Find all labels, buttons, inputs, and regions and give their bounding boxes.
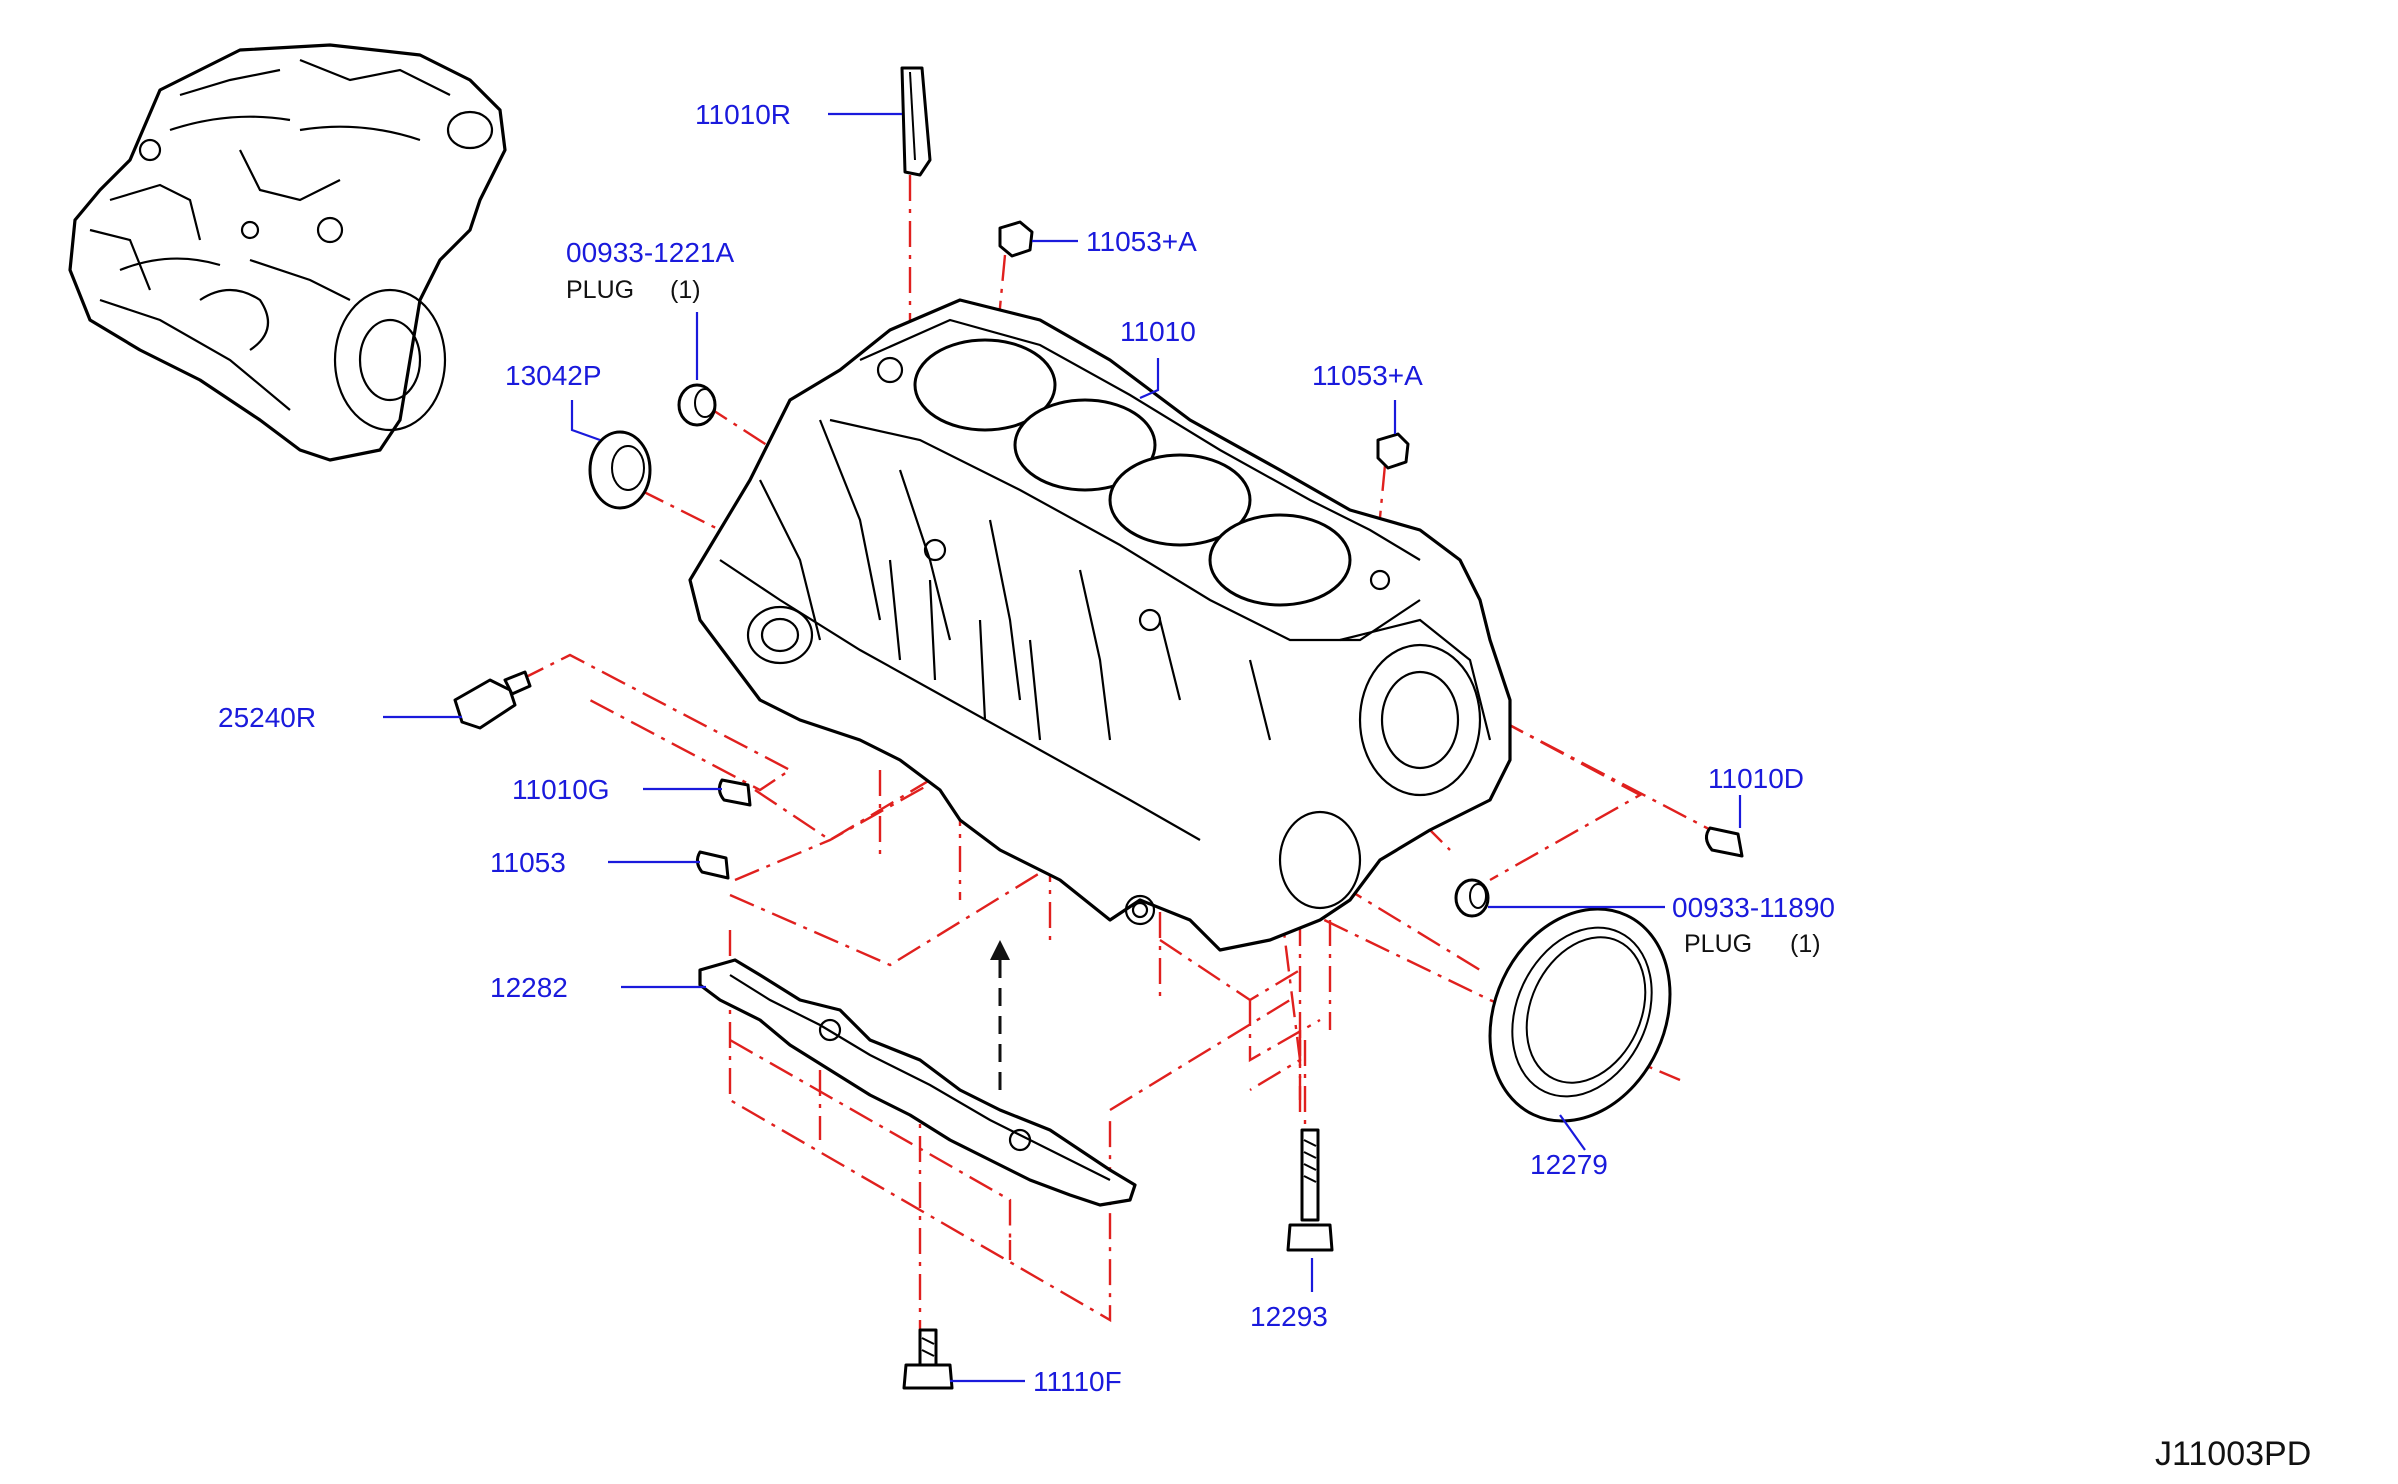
label-11010D[interactable]: 11010D <box>1708 763 1804 794</box>
part-00933-11890-graphic <box>1454 878 1490 918</box>
part-12282-graphic <box>698 958 1137 1207</box>
label-11010R[interactable]: 11010R <box>695 99 791 130</box>
note-00933-11890-plug: PLUG <box>1684 930 1752 958</box>
note-00933-1221A-qty: (1) <box>670 276 701 304</box>
label-11010G[interactable]: 11010G <box>512 774 610 805</box>
part-25240R-graphic <box>453 670 532 730</box>
label-12282[interactable]: 12282 <box>490 972 568 1003</box>
part-11110F-graphic <box>902 1328 954 1390</box>
part-12293-graphic <box>1286 1128 1334 1252</box>
label-13042P[interactable]: 13042P <box>505 360 602 391</box>
cylinder-block <box>688 298 1512 952</box>
label-11053A-right[interactable]: 11053+A <box>1312 360 1423 391</box>
label-00933-1221A[interactable]: 00933-1221A <box>566 237 734 268</box>
part-11053-graphic <box>695 850 730 880</box>
label-12293[interactable]: 12293 <box>1250 1301 1328 1332</box>
part-00933-1221A-graphic <box>677 383 717 427</box>
note-00933-11890-qty: (1) <box>1790 930 1821 958</box>
label-11053A-top[interactable]: 11053+A <box>1086 226 1197 257</box>
part-11010D-graphic <box>1705 826 1744 858</box>
part-11053A-top-graphic <box>998 220 1034 258</box>
label-11010[interactable]: 11010 <box>1120 316 1196 347</box>
part-11053A-right-graphic <box>1376 432 1410 470</box>
label-11110F[interactable]: 11110F <box>1033 1366 1122 1397</box>
part-13042P-graphic <box>588 430 652 510</box>
label-25240R[interactable]: 25240R <box>218 702 316 733</box>
engine-thumbnail-illustration <box>68 43 507 462</box>
label-12279[interactable]: 12279 <box>1530 1149 1608 1180</box>
note-00933-1221A-plug: PLUG <box>566 276 634 304</box>
part-11010G-graphic <box>717 778 752 807</box>
part-12279-graphic <box>1488 907 1672 1123</box>
assembly-direction-arrow <box>990 940 1010 1090</box>
leader-lines <box>383 112 1742 1383</box>
part-11010R-graphic <box>900 66 932 177</box>
callout-labels: 11010R 11053+A 00933-1221A PLUG (1) 1101… <box>218 99 2311 1473</box>
label-11053[interactable]: 11053 <box>490 847 566 878</box>
label-00933-11890[interactable]: 00933-11890 <box>1672 892 1835 923</box>
diagram-id: J11003PD <box>2155 1435 2311 1473</box>
